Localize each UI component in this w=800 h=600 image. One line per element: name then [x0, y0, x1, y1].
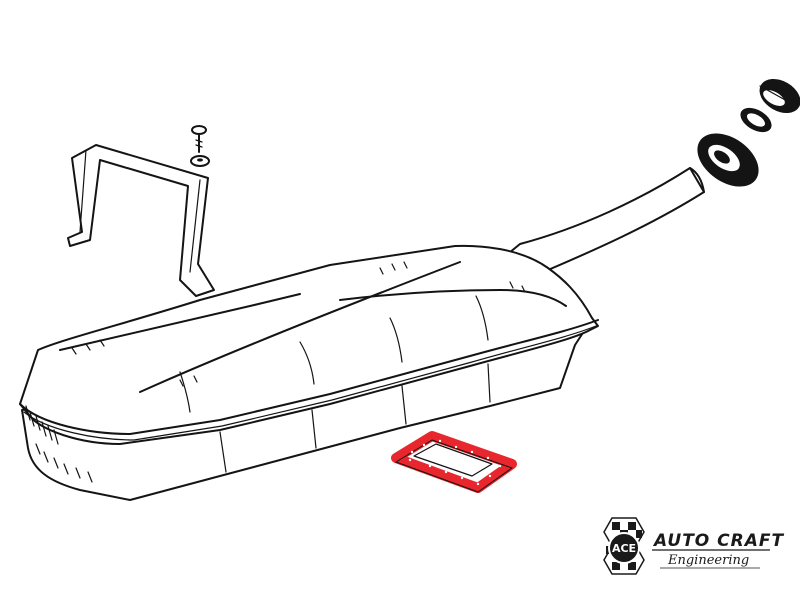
washer: [190, 155, 210, 167]
auto-craft-logo: ACE AUTO CRAFT Engineering: [603, 517, 784, 575]
fuel-tank: [19, 244, 599, 501]
emblem-text: ACE: [612, 542, 636, 555]
ace-emblem: ACE: [603, 517, 645, 575]
bolt: [191, 125, 207, 153]
filler-grommet: [697, 133, 759, 187]
filler-neck: [497, 167, 705, 271]
logo-subtitle: Engineering: [667, 553, 749, 568]
filler-seal-ring: [740, 107, 772, 133]
sender-gasket: [391, 431, 517, 493]
logo-title: AUTO CRAFT: [652, 531, 784, 551]
mounting-strap: [67, 144, 215, 297]
filler-cap: [759, 78, 800, 114]
